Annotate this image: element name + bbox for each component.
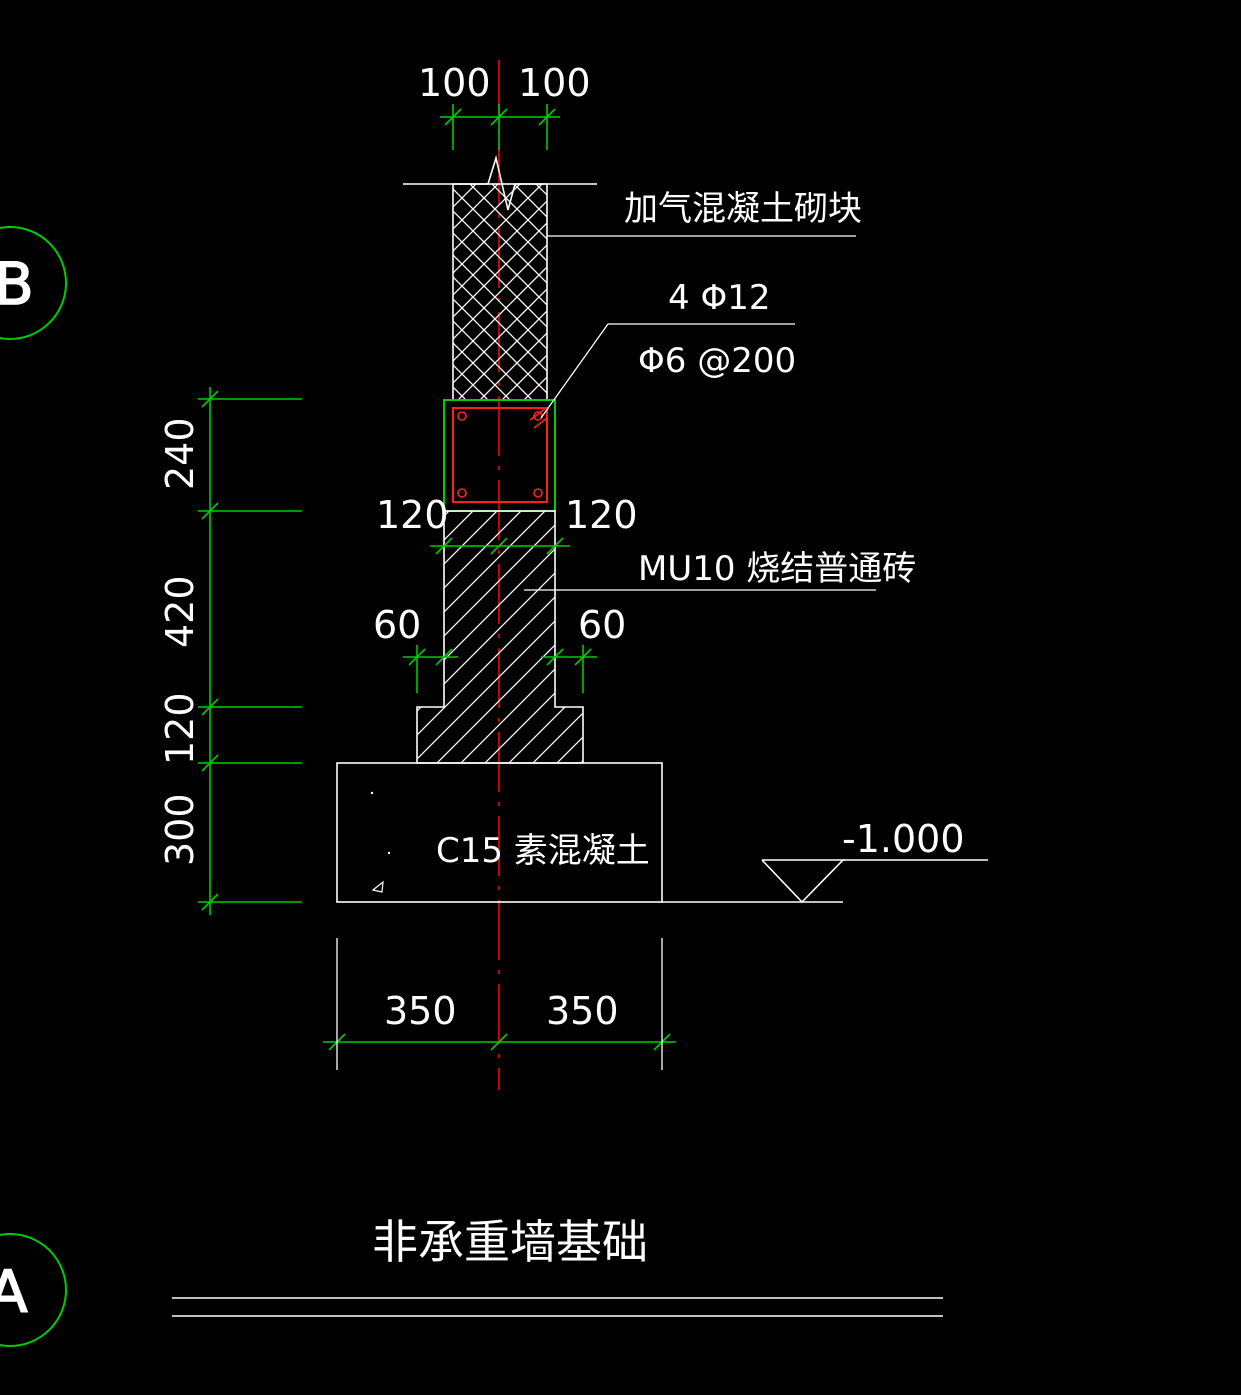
elevation-marker bbox=[662, 859, 988, 904]
dim-beam-right: 120 bbox=[565, 493, 638, 537]
dim-vertical-brick: 420 bbox=[158, 575, 202, 648]
grid-bubble-b-label: B bbox=[0, 250, 34, 318]
label-aerated-block: 加气混凝土砌块 bbox=[624, 189, 862, 229]
dim-vertical-step: 120 bbox=[158, 692, 202, 765]
dim-beam-left: 120 bbox=[376, 493, 449, 537]
dim-step-right: 60 bbox=[578, 603, 626, 647]
concrete-base bbox=[336, 762, 663, 903]
grid-bubble-a-label: A bbox=[0, 1258, 28, 1326]
label-concrete: C15 素混凝土 bbox=[436, 831, 650, 871]
label-elevation: -1.000 bbox=[842, 817, 965, 861]
dim-bottom-right: 350 bbox=[546, 989, 619, 1033]
label-rebar-main: 4 Φ12 bbox=[668, 278, 770, 318]
dim-bottom-left: 350 bbox=[384, 989, 457, 1033]
bottom-extension-lines bbox=[336, 938, 663, 1070]
grid-bubble-b: B bbox=[0, 226, 67, 340]
dim-vertical-foundation: 300 bbox=[158, 793, 202, 866]
dim-vertical-beam: 240 bbox=[158, 417, 202, 490]
dim-top-right: 100 bbox=[518, 61, 591, 105]
title-underline bbox=[172, 1297, 943, 1317]
label-rebar-stirrup: Φ6 @200 bbox=[638, 341, 796, 381]
drawing-title: 非承重墙基础 bbox=[372, 1215, 648, 1269]
dim-top-left: 100 bbox=[418, 61, 491, 105]
leader-lines bbox=[524, 235, 876, 591]
dim-step-left: 60 bbox=[373, 603, 421, 647]
dimension-lines bbox=[198, 104, 676, 1051]
aerated-block-wall bbox=[403, 154, 597, 401]
grid-bubble-a: A bbox=[0, 1233, 67, 1347]
label-brick: MU10 烧结普通砖 bbox=[638, 549, 916, 589]
